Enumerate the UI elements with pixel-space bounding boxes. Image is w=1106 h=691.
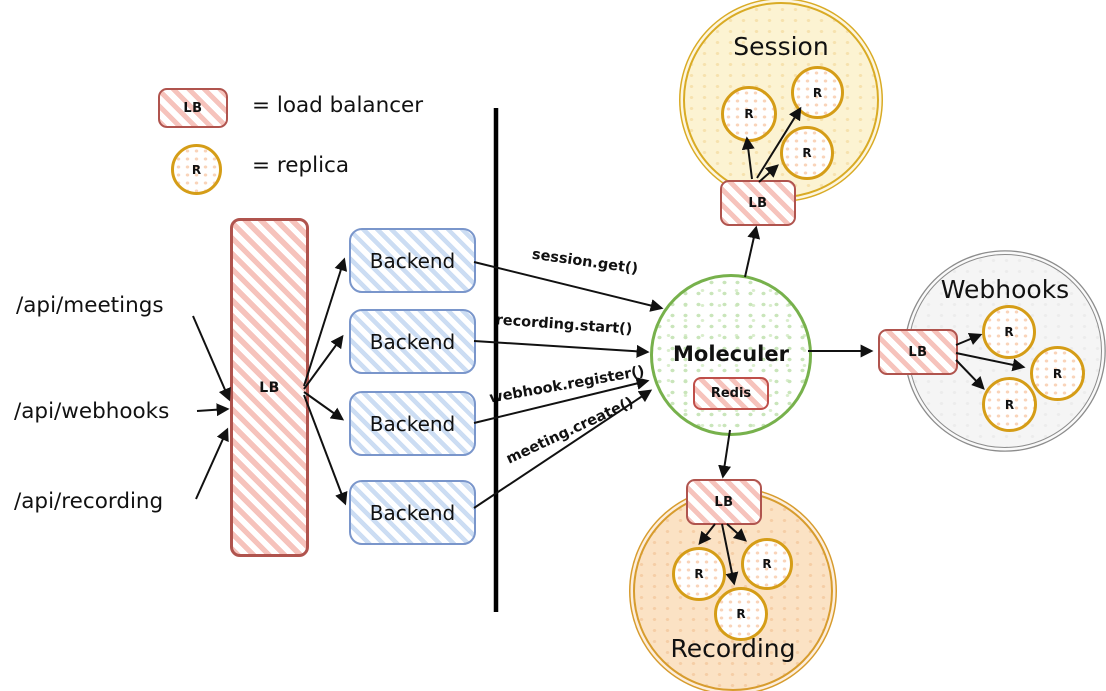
backend-box-3: Backend — [349, 391, 476, 456]
webhooks-replica-2: R — [1030, 346, 1085, 401]
api-route-webhooks: /api/webhooks — [14, 399, 170, 424]
backend-box-1: Backend — [349, 228, 476, 293]
api-route-meetings: /api/meetings — [16, 293, 164, 318]
recording-replica-3: R — [714, 587, 768, 641]
gateway-load-balancer: LB — [230, 218, 309, 557]
recording-load-balancer: LB — [686, 479, 762, 525]
backend-box-4: Backend — [349, 480, 476, 545]
recording-replica-1: R — [672, 547, 726, 601]
arrow-webhooks-to-lb — [196, 403, 230, 417]
call-label-meeting-create: meeting.create() — [503, 394, 637, 468]
session-cluster-title: Session — [733, 32, 829, 61]
call-label-recording-start: recording.start() — [495, 312, 633, 338]
arrow-lb-to-backend-4 — [303, 394, 348, 506]
arrow-backend2-to-moleculer — [473, 340, 650, 358]
session-replica-1: R — [721, 86, 777, 142]
arrow-lb-to-backend-1 — [303, 257, 348, 387]
moleculer-title: Moleculer — [673, 342, 789, 366]
arrow-lb-to-backend-2 — [303, 334, 344, 390]
legend-replica-description: = replica — [252, 153, 350, 178]
webhooks-cluster-title: Webhooks — [940, 275, 1070, 304]
legend-replica-symbol: R — [171, 144, 222, 195]
session-cluster-circle: Session — [683, 2, 879, 198]
moleculer-broker-circle: Moleculer Redis — [650, 274, 812, 436]
arrow-moleculer-to-recording-lb — [718, 429, 731, 479]
session-replica-2: R — [791, 66, 844, 119]
session-replica-3: R — [780, 126, 834, 180]
backend-box-2: Backend — [349, 309, 476, 374]
webhooks-load-balancer: LB — [878, 329, 958, 375]
recording-replica-2: R — [741, 538, 793, 590]
arrow-recording-to-lb — [195, 427, 229, 500]
legend-lb-symbol: LB — [158, 88, 228, 128]
redis-cache-chip: Redis — [693, 377, 769, 410]
webhooks-replica-1: R — [982, 305, 1036, 359]
api-route-recording: /api/recording — [14, 489, 164, 514]
call-label-session-get: session.get() — [530, 246, 640, 278]
webhooks-replica-3: R — [982, 377, 1037, 432]
arrow-lb-to-backend-3 — [303, 391, 345, 421]
arrow-meetings-to-lb — [192, 315, 231, 402]
session-load-balancer: LB — [720, 180, 796, 226]
arrow-moleculer-to-session-lb — [744, 225, 761, 278]
legend-lb-description: = load balancer — [252, 93, 424, 118]
